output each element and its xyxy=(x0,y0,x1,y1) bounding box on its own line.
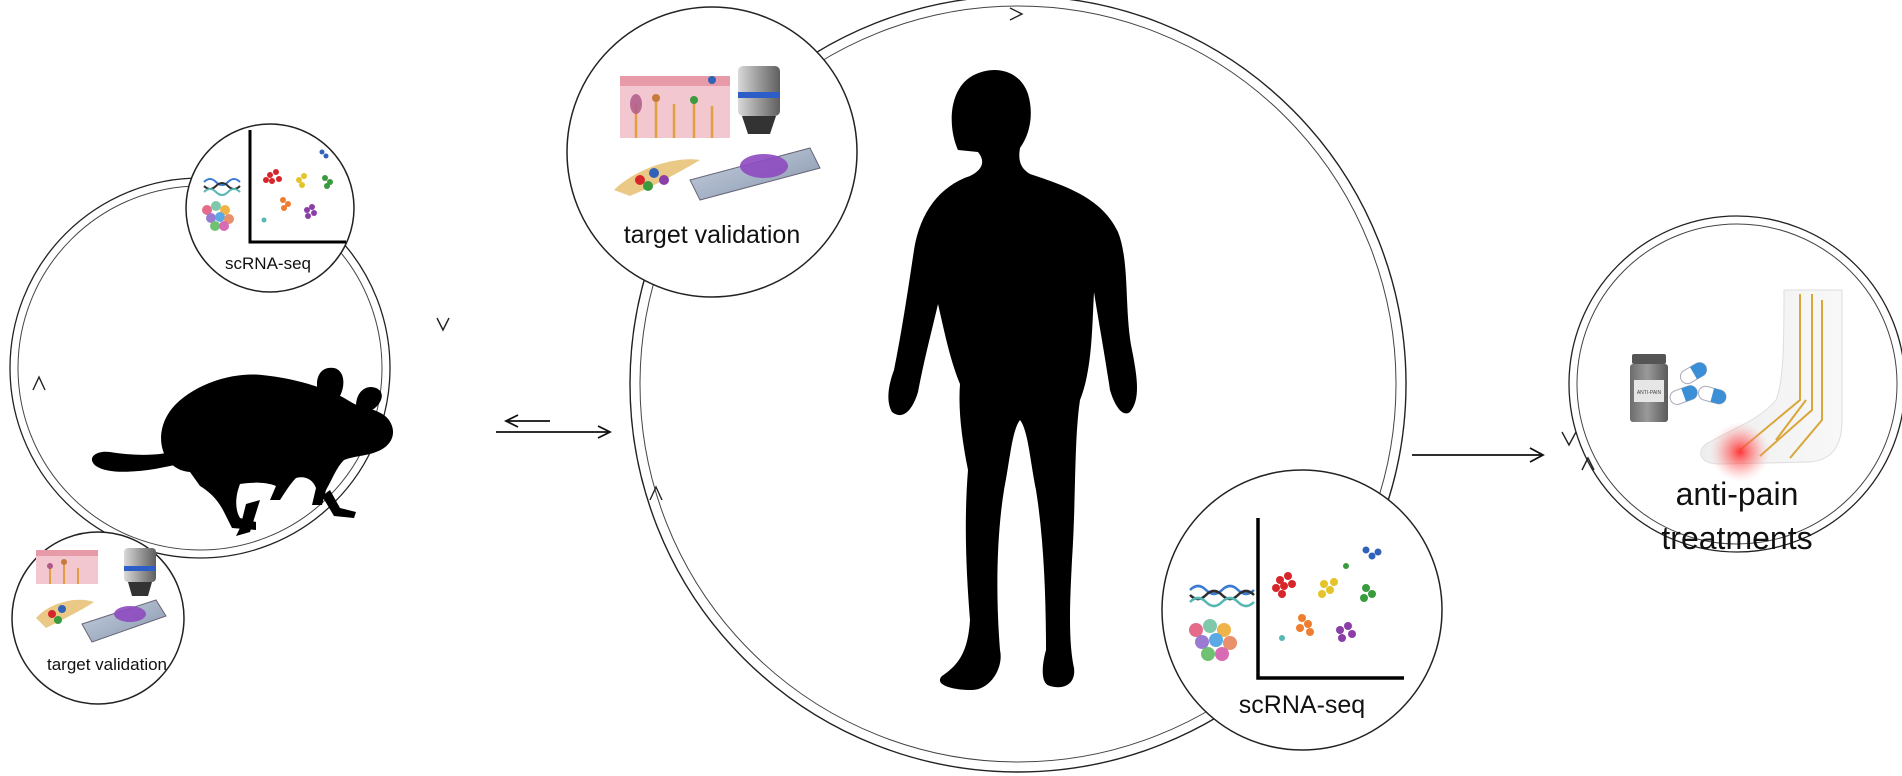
human-cycle-ring-inner xyxy=(639,5,1397,763)
human-scrna-label: scRNA-seq xyxy=(1239,691,1365,719)
human-scrna-node: scRNA-seq xyxy=(1161,469,1443,751)
neuron-icon xyxy=(614,159,700,196)
cycle-arrowhead-icon xyxy=(1581,456,1595,471)
microscope-icon xyxy=(738,66,780,134)
treatment-node: ANTI-PAIN anti-pain treatments xyxy=(1561,215,1902,556)
cycle-arrowhead-icon xyxy=(32,375,46,391)
mouse-silhouette-icon xyxy=(91,367,394,536)
human-silhouette-icon xyxy=(888,70,1137,690)
cell-pile-icon xyxy=(202,201,234,231)
treatment-ring-outer xyxy=(1568,215,1902,553)
human-validation-circle xyxy=(566,6,858,298)
forward-arrow-icon xyxy=(1412,447,1545,463)
treatment-label-line2: treatments xyxy=(1661,520,1812,556)
cycle-arrowhead-icon xyxy=(1561,431,1577,447)
cycle-arrowhead-icon xyxy=(1009,7,1024,21)
skin-tissue-icon xyxy=(620,76,730,138)
tsne-plot-icon xyxy=(248,130,346,244)
human-scrna-circle xyxy=(1161,469,1443,751)
human-validation-label: target validation xyxy=(624,221,801,249)
mouse-validation-label: target validation xyxy=(47,655,167,674)
foot-pain-icon xyxy=(1700,289,1843,482)
bottle-label: ANTI-PAIN xyxy=(1637,390,1662,396)
slide-icon xyxy=(81,599,167,643)
human-cycle: target validation xyxy=(566,0,1443,773)
mouse-scrna-circle xyxy=(185,123,355,293)
human-validation-node: target validation xyxy=(566,6,858,298)
treatment-label-line1: anti-pain xyxy=(1676,476,1799,512)
mouse-validation-node: target validation xyxy=(11,531,185,705)
slide-icon xyxy=(689,147,821,201)
mouse-cycle: scRNA-seq xyxy=(9,123,450,705)
treatment-ring-inner xyxy=(1576,223,1898,545)
dna-strands-icon xyxy=(203,178,241,196)
capsules-icon xyxy=(1669,362,1727,405)
dna-strands-icon xyxy=(1189,584,1255,608)
cell-pile-icon xyxy=(1189,619,1237,661)
mouse-scrna-node: scRNA-seq xyxy=(185,123,355,293)
microscope-icon xyxy=(124,548,156,596)
human-cycle-ring-outer xyxy=(629,0,1407,773)
bidirectional-arrow-icon xyxy=(496,414,613,439)
mouse-scrna-label: scRNA-seq xyxy=(225,254,311,273)
cycle-arrowhead-icon xyxy=(436,317,450,332)
tsne-plot-icon xyxy=(1256,518,1404,680)
skin-tissue-icon xyxy=(36,550,98,584)
cycle-arrowhead-icon xyxy=(649,485,663,501)
neuron-icon xyxy=(36,599,94,628)
pill-bottle-icon: ANTI-PAIN xyxy=(1630,354,1668,422)
